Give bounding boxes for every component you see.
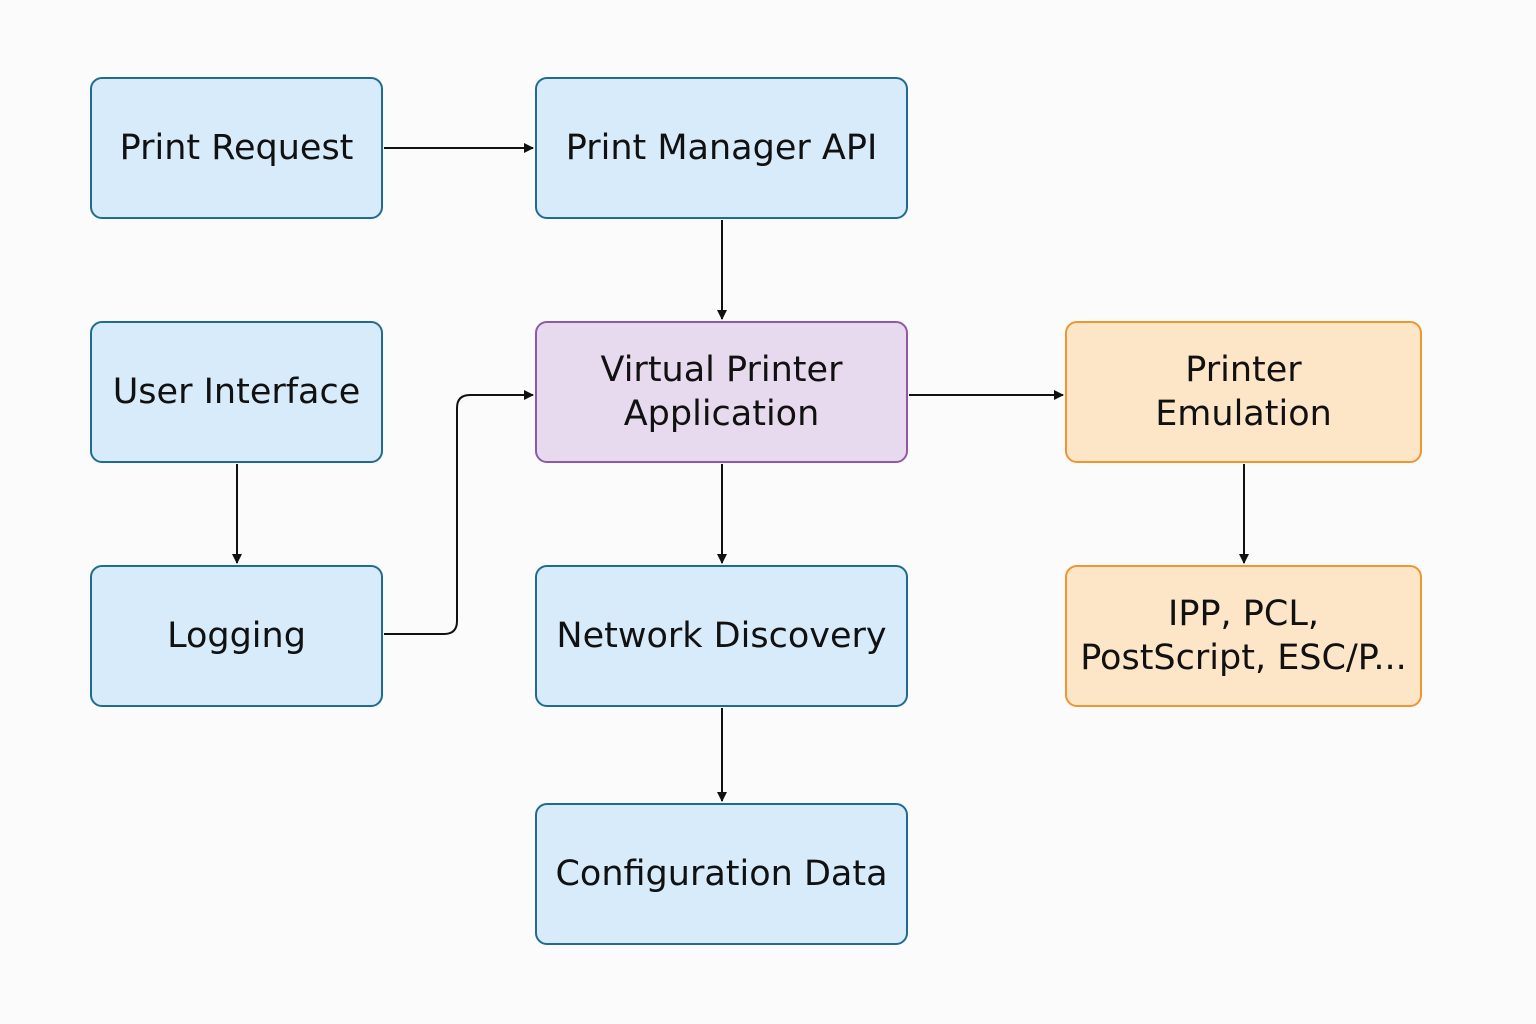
node-logging: Logging bbox=[90, 565, 383, 707]
node-printer-emulation: Printer Emulation bbox=[1065, 321, 1422, 463]
node-print-request: Print Request bbox=[90, 77, 383, 219]
node-print-manager-api: Print Manager API bbox=[535, 77, 908, 219]
node-virtual-printer-application: Virtual Printer Application bbox=[535, 321, 908, 463]
node-user-interface: User Interface bbox=[90, 321, 383, 463]
node-configuration-data: Configuration Data bbox=[535, 803, 908, 945]
node-network-discovery: Network Discovery bbox=[535, 565, 908, 707]
arrow-logging-to-virtual-printer bbox=[384, 390, 534, 635]
node-protocols: IPP, PCL, PostScript, ESC/P... bbox=[1065, 565, 1422, 707]
